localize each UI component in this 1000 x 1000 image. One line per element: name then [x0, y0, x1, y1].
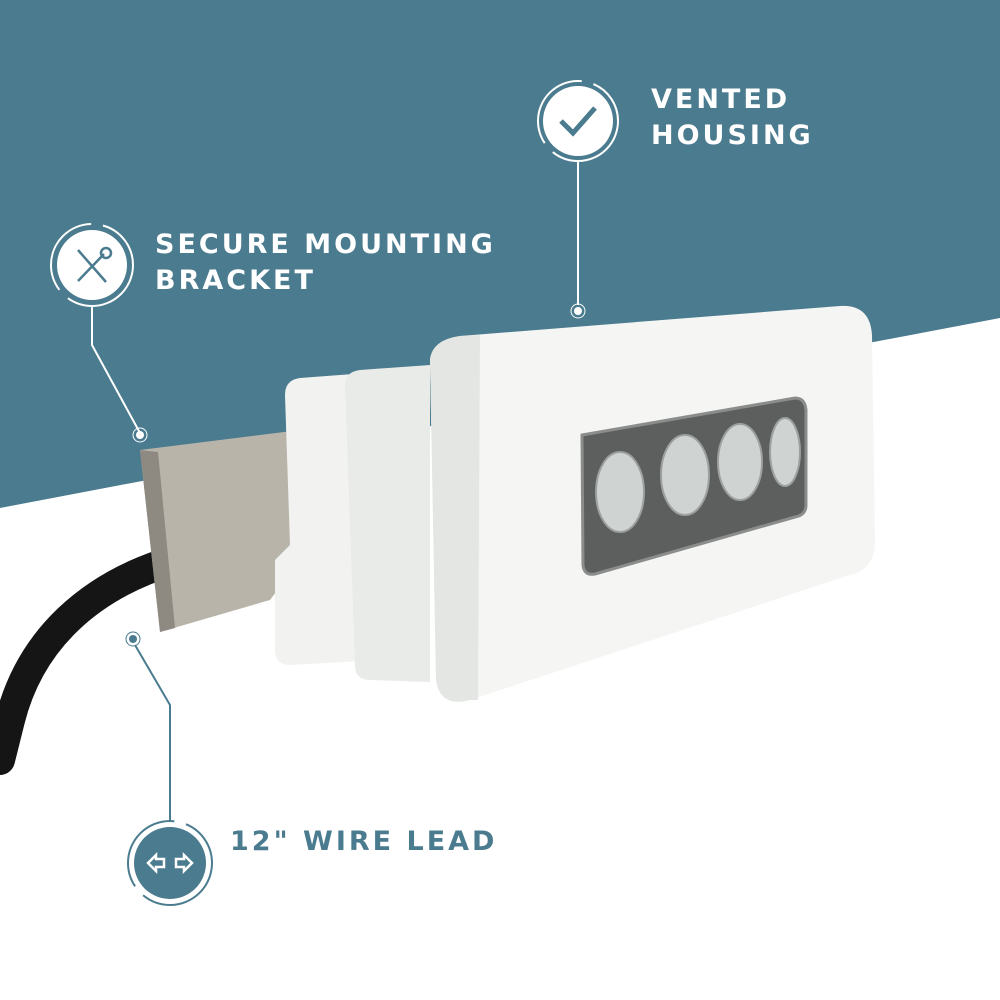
callout-mounting-bracket [50, 223, 148, 443]
arrows-horizontal-icon [146, 851, 194, 875]
callout-wire-lead [125, 631, 213, 906]
light-housing [275, 305, 875, 702]
check-icon [559, 106, 597, 137]
black-wire [0, 545, 190, 775]
label-line: 12" WIRE LEAD [230, 826, 498, 857]
label-line: HOUSING [651, 120, 814, 151]
tools-icon [77, 246, 113, 283]
callout-label-mounting-bracket: SECURE MOUNTING BRACKET [155, 227, 496, 299]
led-array [595, 417, 801, 533]
label-line: SECURE MOUNTING [155, 229, 496, 260]
label-line: VENTED [651, 84, 791, 115]
callout-label-wire-lead: 12" WIRE LEAD [230, 824, 497, 860]
label-line: BRACKET [155, 265, 316, 296]
teal-background-band [0, 0, 1000, 508]
callout-vented-housing [537, 80, 619, 319]
callout-label-vented-housing: VENTED HOUSING [651, 82, 814, 154]
